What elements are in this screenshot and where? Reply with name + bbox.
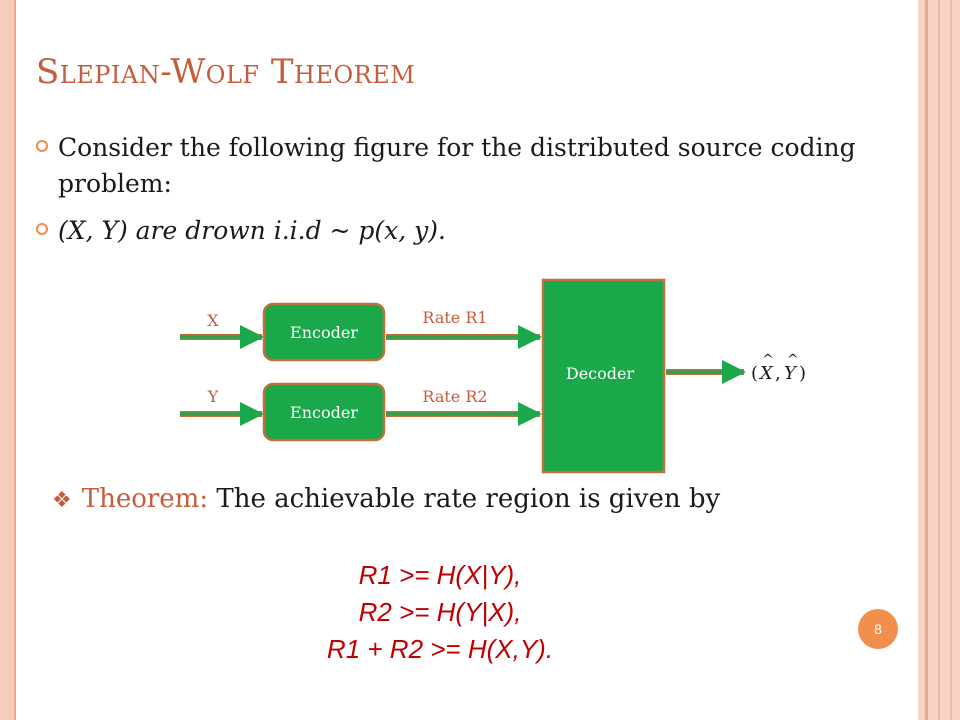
right-frame-line: [938, 0, 940, 720]
rate-condition-1: R1 >= H(X|Y),: [358, 560, 522, 590]
bullet-text: Consider the following figure for the di…: [58, 133, 856, 198]
output-comma: ,: [775, 363, 781, 384]
output-estimate: ( ^ X , ^ Y ): [751, 352, 806, 384]
bullet-item: Consider the following figure for the di…: [36, 130, 896, 202]
theorem-text: The achievable rate region is given by: [208, 484, 721, 514]
right-frame-line: [925, 0, 928, 720]
left-frame-line: [14, 0, 16, 720]
theorem-line: ❖ Theorem: The achievable rate region is …: [52, 484, 720, 514]
output-open-paren: (: [751, 363, 758, 384]
encoder-y-label: Encoder: [290, 403, 358, 422]
left-frame-band: [0, 0, 14, 720]
encoder-x-label: Encoder: [290, 323, 358, 342]
decoder-label: Decoder: [566, 364, 635, 383]
decoder-box: [541, 278, 666, 474]
encoder-x-box: [262, 302, 386, 362]
bullet-text: (X, Y) are drown i.i.d ~ p(x, y).: [58, 216, 447, 245]
encoder-y-box: [262, 382, 386, 442]
input-x-label: X: [207, 311, 219, 330]
rate-r1-label: Rate R1: [422, 308, 487, 327]
output-y-hat: ^: [787, 352, 799, 368]
bullet-ring-icon: [36, 140, 48, 152]
output-x-hat: ^: [762, 352, 774, 368]
input-y-label: Y: [207, 387, 219, 406]
theorem-label: Theorem:: [81, 484, 209, 514]
output-close-paren: ): [799, 363, 806, 384]
output-y: Y: [784, 363, 798, 384]
bullet-item: (X, Y) are drown i.i.d ~ p(x, y).: [36, 213, 896, 249]
bullet-ring-icon: [36, 223, 48, 235]
rate-condition-3: R1 + R2 >= H(X,Y).: [326, 634, 554, 664]
rate-condition-2: R2 >= H(Y|X),: [358, 597, 522, 627]
right-frame-line: [950, 0, 952, 720]
output-x: X: [758, 363, 774, 384]
page-number-badge: 8: [858, 609, 898, 649]
diamond-bullet-icon: ❖: [52, 488, 72, 513]
slide-title: Slepian-Wolf Theorem: [36, 52, 416, 92]
rate-r2-label: Rate R2: [422, 387, 487, 406]
